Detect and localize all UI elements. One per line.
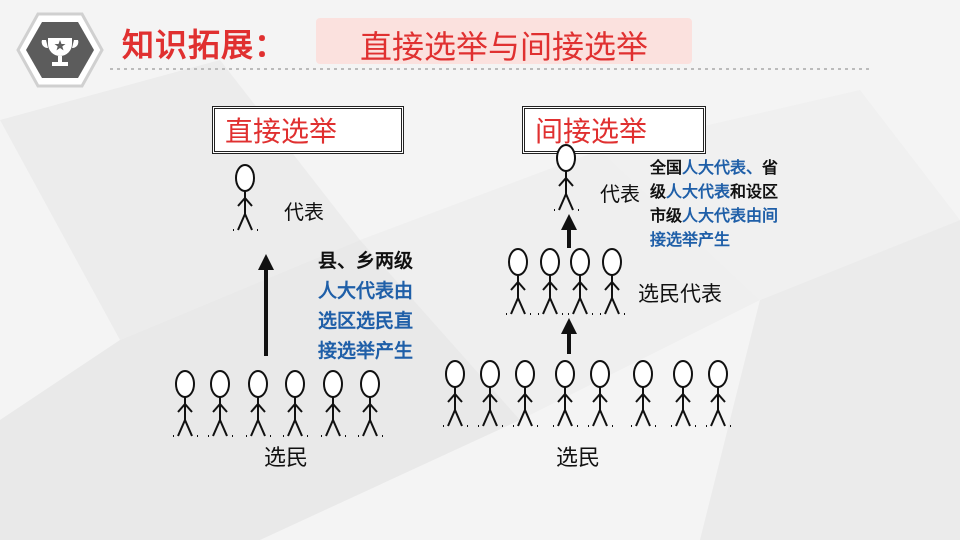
indirect-desc-line4: 接选举产生 xyxy=(650,230,731,249)
direct-representative-figure xyxy=(232,164,259,231)
indirect-election-title: 间接选举 xyxy=(522,106,706,154)
direct-desc-line2: 人大代表由 xyxy=(318,280,414,302)
indirect-desc-line3: 市级人大代表由间 xyxy=(650,206,779,225)
topic-banner: 直接选举与间接选举 xyxy=(316,18,692,66)
direct-voters-label: 选民 xyxy=(264,446,309,471)
header-divider xyxy=(110,68,870,70)
direct-voters-figures xyxy=(172,370,384,437)
section-label: 知识拓展： xyxy=(122,26,288,64)
header-badge xyxy=(16,12,104,88)
trophy-icon xyxy=(41,38,79,66)
indirect-description: 全国人大代表、省 级人大代表和设区 市级人大代表由间 接选举产生 xyxy=(650,156,778,252)
indirect-desc-line1: 全国人大代表、省 xyxy=(650,158,779,177)
delegate-figures xyxy=(505,248,626,315)
direct-desc-line4: 接选举产生 xyxy=(318,340,414,362)
direct-desc-line3: 选区选民直 xyxy=(318,310,414,332)
topic-title: 直接选举与间接选举 xyxy=(359,28,648,66)
indirect-desc-line2: 级人大代表和设区 xyxy=(650,182,779,201)
indirect-voters-figures xyxy=(442,360,732,427)
direct-description: 县、乡两级 人大代表由 选区选民直 接选举产生 xyxy=(318,246,413,366)
indirect-representative-label: 代表 xyxy=(600,182,640,206)
direct-election-title: 直接选举 xyxy=(212,106,404,154)
delegates-label: 选民代表 xyxy=(638,282,722,306)
direct-representative-label: 代表 xyxy=(284,200,324,224)
indirect-representative-figure xyxy=(553,144,580,211)
direct-desc-line1: 县、乡两级 xyxy=(318,250,414,272)
indirect-voters-label: 选民 xyxy=(556,446,601,471)
